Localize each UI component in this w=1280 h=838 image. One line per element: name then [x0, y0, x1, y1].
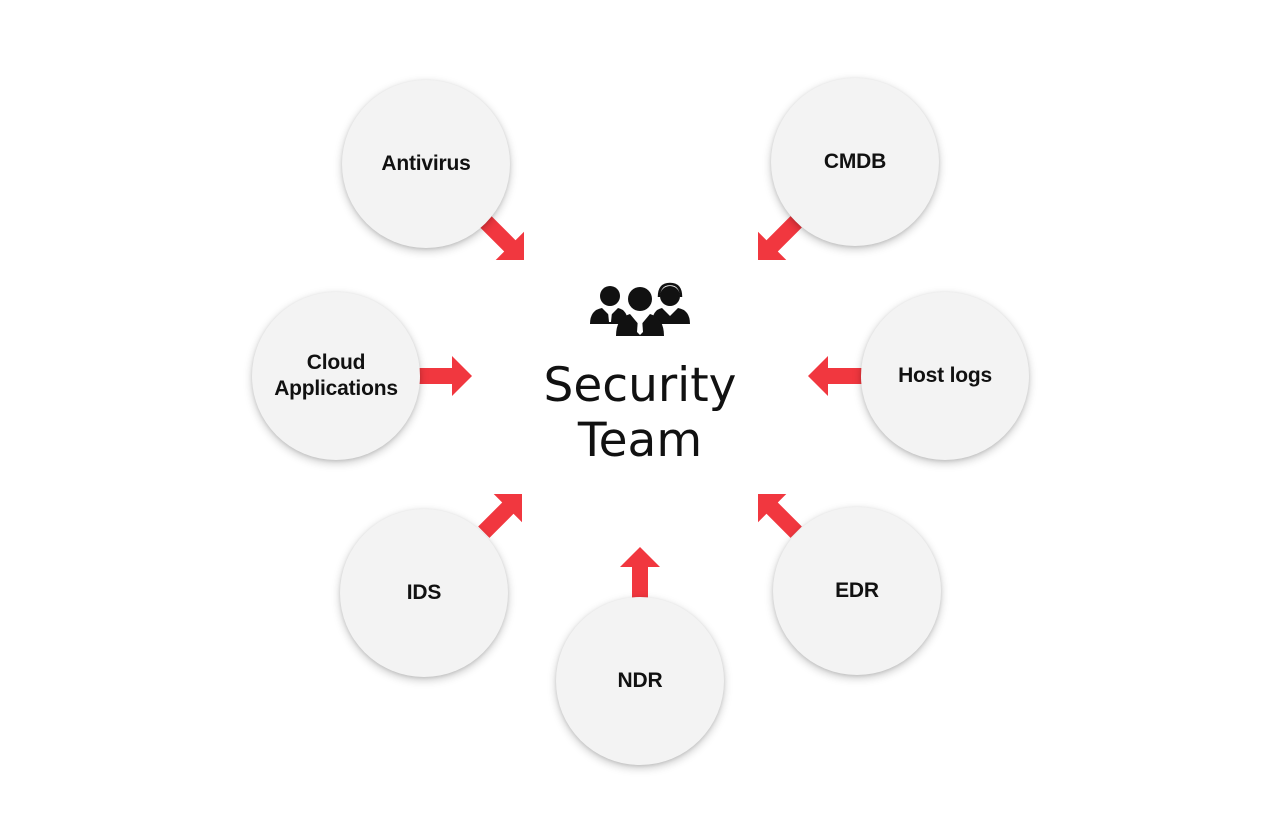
node-ids: IDS — [340, 509, 508, 677]
node-label: EDR — [835, 579, 879, 602]
node-label: Cloud Applications — [274, 351, 398, 400]
arrow-host-to-center — [808, 356, 862, 396]
node-ndr: NDR — [556, 597, 724, 765]
node-cmdb: CMDB — [771, 78, 939, 246]
center-hub: Security Team — [520, 282, 760, 468]
node-host-logs: Host logs — [861, 292, 1029, 460]
node-label: NDR — [617, 669, 663, 692]
arrow-ndr-to-center — [620, 547, 660, 601]
node-label: CMDB — [823, 150, 887, 173]
center-title: Security Team — [543, 358, 737, 468]
team-icon — [590, 282, 690, 336]
arrow-cloud-to-center — [418, 356, 472, 396]
node-label: Host logs — [898, 364, 992, 387]
node-label: Antivirus — [381, 152, 471, 175]
node-cloud-applications: Cloud Applications — [252, 292, 420, 460]
node-label: IDS — [406, 581, 442, 604]
node-edr: EDR — [773, 507, 941, 675]
node-antivirus: Antivirus — [342, 80, 510, 248]
